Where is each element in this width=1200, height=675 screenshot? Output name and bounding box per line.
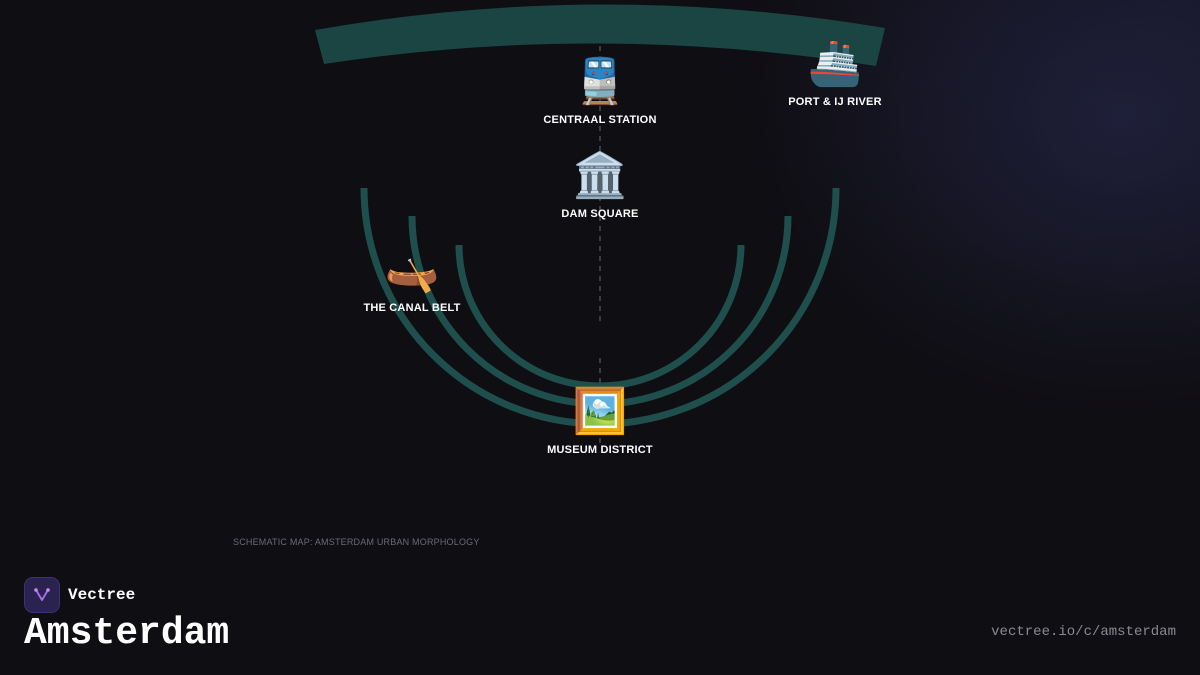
poi-canal-belt[interactable]: 🛶 THE CANAL BELT (312, 244, 512, 314)
poi-label: PORT & IJ RIVER (788, 96, 882, 108)
poi-label: CENTRAAL STATION (543, 114, 657, 126)
map-caption: SCHEMATIC MAP: AMSTERDAM URBAN MORPHOLOG… (233, 537, 480, 547)
poi-centraal-station[interactable]: 🚆 CENTRAAL STATION (500, 56, 700, 126)
poi-museum-district[interactable]: 🖼️ MUSEUM DISTRICT (500, 386, 700, 456)
canoe-icon: 🛶 (384, 244, 440, 295)
canal-ring-outer (360, 187, 840, 428)
classical-building-icon: 🏛️ (572, 150, 628, 201)
framed-picture-icon: 🖼️ (572, 386, 628, 437)
poi-port-ij-river[interactable]: 🚢 PORT & IJ RIVER (735, 38, 935, 108)
ij-river (315, 4, 885, 66)
poi-dam-square[interactable]: 🏛️ DAM SQUARE (500, 150, 700, 220)
footer-url[interactable]: vectree.io/c/amsterdam (991, 624, 1176, 640)
city-title: Amsterdam (24, 612, 230, 655)
ship-icon: 🚢 (807, 38, 863, 89)
brand[interactable]: Vectree (24, 577, 135, 613)
poi-label: THE CANAL BELT (363, 302, 461, 314)
vectree-logo-icon (24, 577, 60, 613)
train-icon: 🚆 (572, 56, 628, 107)
poi-label: MUSEUM DISTRICT (547, 444, 653, 456)
poi-label: DAM SQUARE (561, 208, 639, 220)
canal-ring-middle (408, 215, 792, 408)
brand-name: Vectree (68, 586, 136, 604)
canal-ring-inner (455, 244, 745, 390)
